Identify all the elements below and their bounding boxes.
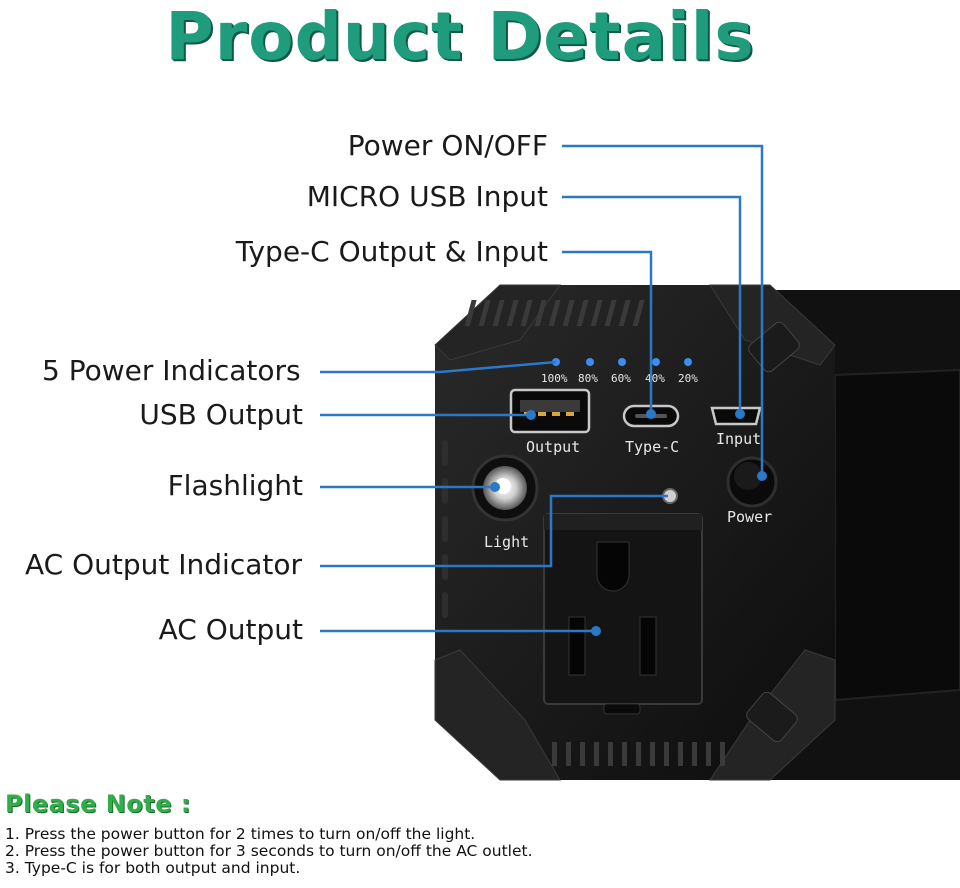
callout-line-indicators — [320, 360, 557, 374]
callout-micro-usb-input: MICRO USB Input — [306, 180, 548, 213]
callout-line-ac-indicator — [320, 494, 668, 568]
led-label-100: 100% — [541, 372, 568, 385]
page-title: Product Details — [165, 0, 755, 75]
note-item: 3. Type-C is for both output and input. — [5, 859, 301, 877]
flashlight-label: Light — [484, 533, 529, 551]
ac-outlet — [543, 513, 703, 715]
led-60 — [618, 358, 626, 366]
callout-flashlight: Flashlight — [167, 469, 303, 502]
callout-line-type-c — [562, 250, 653, 414]
callout-lines — [320, 144, 764, 633]
callout-power-on-off: Power ON/OFF — [347, 129, 548, 162]
callout-power-indicators: 5 Power Indicators — [42, 354, 301, 387]
note-list: 1. Press the power button for 2 times to… — [5, 826, 533, 877]
type-c-label: Type-C — [625, 438, 679, 456]
power-button-label: Power — [727, 508, 772, 526]
usb-output-port: Output — [509, 388, 591, 456]
led-40 — [652, 358, 660, 366]
callout-usb-output: USB Output — [139, 398, 303, 431]
led-label-20: 20% — [678, 372, 698, 385]
led-20 — [684, 358, 692, 366]
callout-ac-output-indicator: AC Output Indicator — [25, 548, 303, 581]
power-indicator-leds: 100% 80% 60% 40% 20% — [541, 358, 698, 385]
note-item: 2. Press the power button for 3 seconds … — [5, 842, 533, 860]
callout-type-c-output-input: Type-C Output & Input — [235, 235, 548, 268]
led-80 — [586, 358, 594, 366]
callout-ac-output: AC Output — [158, 613, 303, 646]
power-button: Power — [726, 456, 778, 526]
flashlight: Light — [471, 454, 539, 551]
usb-output-label: Output — [526, 438, 580, 456]
micro-usb-label: Input — [716, 430, 761, 448]
note-title: Please Note : — [5, 790, 191, 818]
callout-dots — [490, 409, 767, 636]
note-item: 1. Press the power button for 2 times to… — [5, 825, 476, 843]
led-label-80: 80% — [578, 372, 598, 385]
led-label-60: 60% — [611, 372, 631, 385]
callout-line-power — [562, 144, 764, 476]
led-label-40: 40% — [645, 372, 665, 385]
callout-line-micro-usb — [562, 195, 742, 414]
